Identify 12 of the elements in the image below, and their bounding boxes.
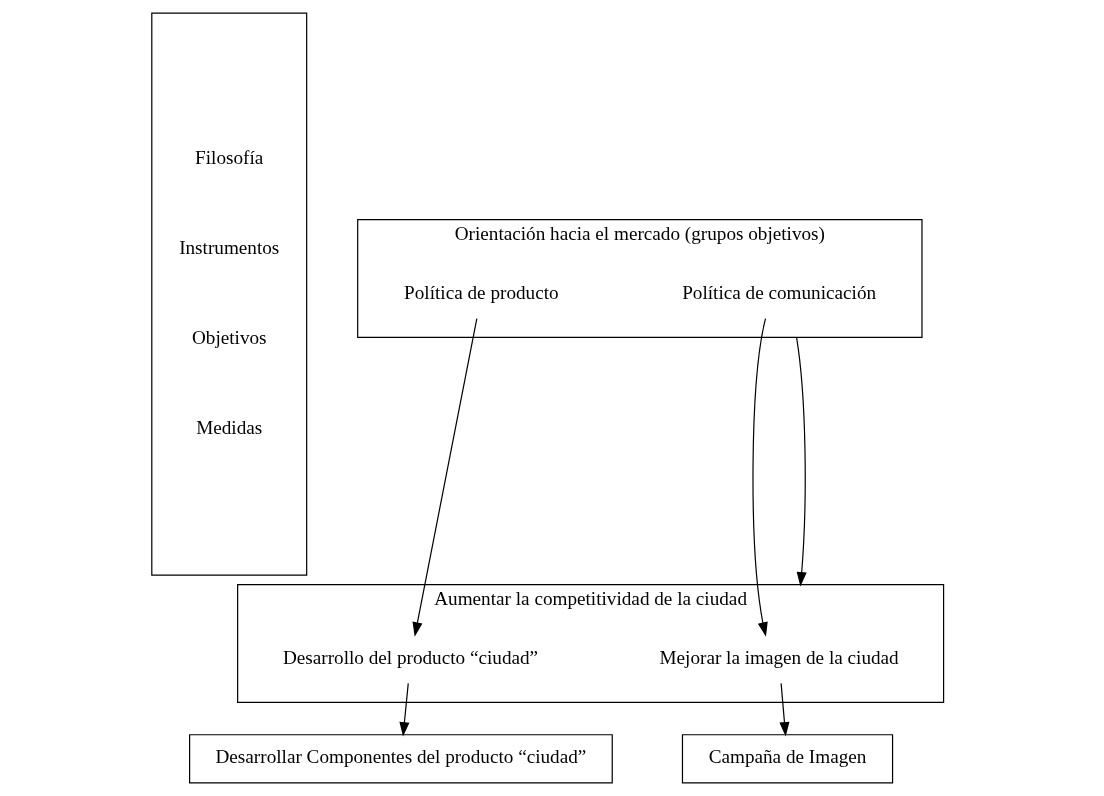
arrow <box>751 317 768 637</box>
arrow <box>795 336 807 587</box>
node-box: Campaña de Imagen <box>681 734 893 784</box>
node-box: Filosofía Instrumentos Objetivos Medidas <box>150 12 307 576</box>
arrow <box>398 682 409 737</box>
node-text: Política de producto <box>403 281 559 303</box>
arrow <box>412 317 477 637</box>
node-text: Mejorar la imagen de la ciudad <box>659 646 899 668</box>
node-box: Desarrollar Componentes del producto “ciudad” <box>188 734 613 784</box>
node-text: Política de comunicación <box>681 281 876 303</box>
node-text: Desarrollo del producto “ciudad” <box>282 646 538 668</box>
arrow <box>778 682 789 737</box>
